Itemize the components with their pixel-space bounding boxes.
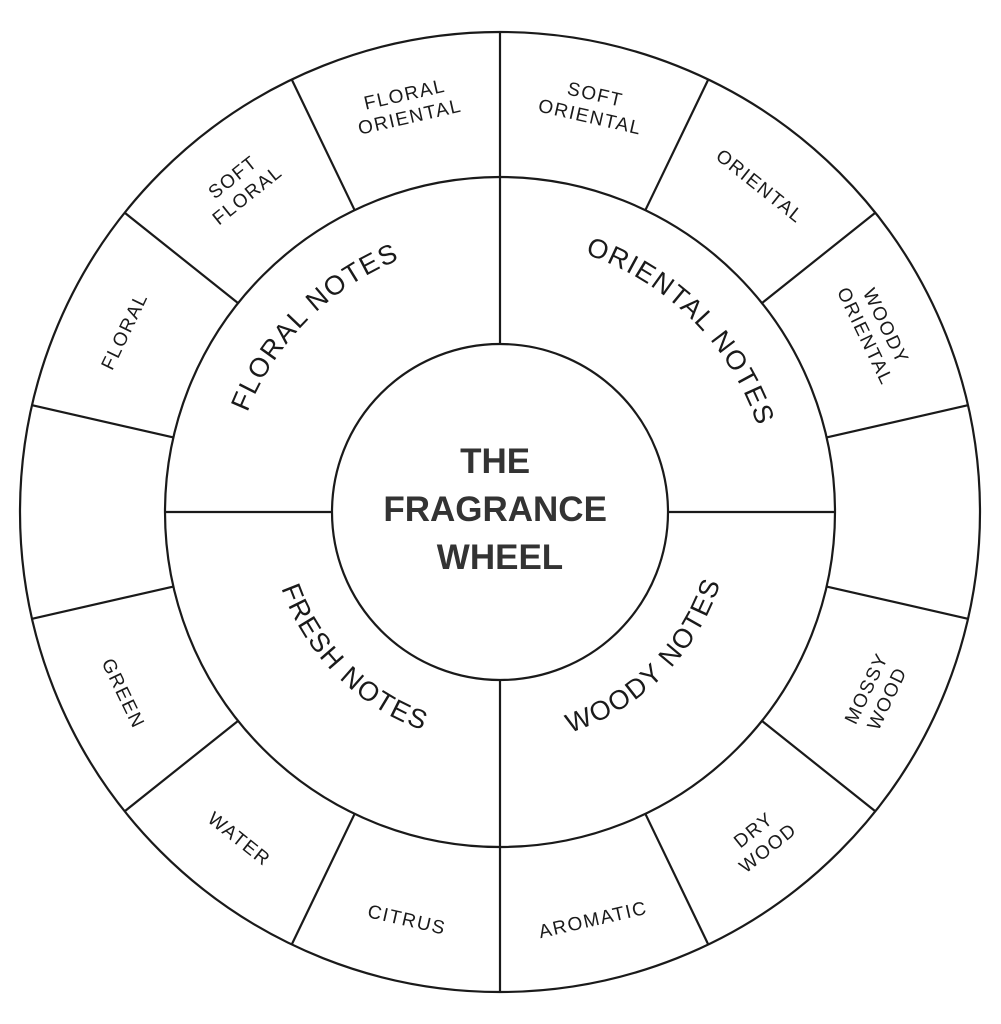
wheel-title: THE FRAGRANCE WHEEL	[383, 442, 616, 577]
wheel-geometry	[18, 30, 982, 994]
segment-divider	[31, 404, 174, 439]
segment-label: CITRUS	[366, 901, 448, 939]
family-label-text: ORIENTAL NOTES	[583, 231, 779, 429]
family-label-text: FRESH NOTES	[276, 579, 432, 736]
segment-label-line: CITRUS	[366, 901, 448, 939]
segment-divider	[761, 720, 876, 813]
family-label: FRESH NOTES	[276, 579, 433, 736]
segment-divider	[644, 79, 710, 211]
segment-label-line: WATER	[203, 808, 274, 871]
segment-label: SOFTORIENTAL	[536, 73, 649, 139]
segment-label: AROMATIC	[537, 898, 650, 943]
segment-divider	[826, 404, 969, 439]
segment-label-line: FLORAL	[98, 290, 153, 374]
segment-label: GREEN	[97, 655, 148, 732]
segment-label: SOFTFLORAL	[194, 144, 286, 230]
wheel-title-line: WHEEL	[437, 538, 563, 577]
segment-label: WOODYORIENTAL	[832, 274, 917, 388]
segment-divider	[290, 79, 356, 211]
family-label: ORIENTAL NOTES	[583, 231, 781, 429]
segment-label: WATER	[203, 808, 274, 871]
segment-label: DRYWOOD	[721, 801, 801, 877]
segment-label: MOSSYWOOD	[841, 650, 914, 738]
segment-divider	[761, 211, 876, 304]
segment-divider	[826, 585, 969, 620]
segment-divider	[290, 813, 356, 945]
segment-label: ORIENTAL	[712, 146, 808, 228]
segment-label-line: AROMATIC	[537, 898, 650, 943]
segment-divider	[31, 585, 174, 620]
segment-divider	[124, 720, 239, 813]
segment-divider	[124, 211, 239, 304]
family-label-text: FLORAL NOTES	[225, 237, 401, 415]
wheel-title-line: FRAGRANCE	[383, 490, 607, 529]
segment-label: FLORALORIENTAL	[351, 73, 464, 139]
segment-divider	[644, 813, 710, 945]
wheel-title-line: THE	[460, 442, 530, 481]
segment-label-line: GREEN	[97, 655, 148, 732]
family-label: FLORAL NOTES	[225, 237, 403, 415]
segment-label-line: ORIENTAL	[712, 146, 808, 228]
segment-label: FLORAL	[98, 290, 153, 374]
